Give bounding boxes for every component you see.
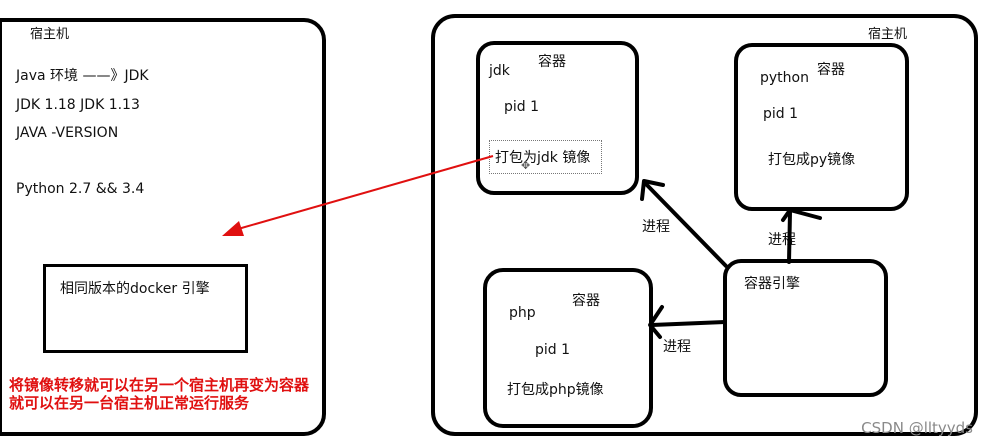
left-host-title: 宿主机 <box>30 27 70 42</box>
engine-to-python-arrowhead <box>781 208 822 222</box>
process-label-php: 进程 <box>663 339 691 355</box>
migration-arrow <box>237 155 494 230</box>
left-host-line-version: JAVA -VERSION <box>16 125 119 141</box>
php-container-action: 打包成php镜像 <box>507 382 604 398</box>
php-container-title: 容器 <box>572 293 600 309</box>
engine-to-php-arrowhead <box>648 305 664 339</box>
engine-to-python-line <box>787 210 792 264</box>
left-host-line-jdk: JDK 1.18 JDK 1.13 <box>16 97 140 113</box>
right-host-box <box>431 14 978 436</box>
jdk-container-action: 打包为jdk 镜像 <box>495 150 591 166</box>
right-host-title: 宿主机 <box>868 27 908 42</box>
container-engine-label: 容器引擎 <box>744 276 800 292</box>
docker-engine-label: 相同版本的docker 引擎 <box>60 281 210 297</box>
container-engine-box <box>723 259 888 397</box>
left-host-box <box>0 18 326 436</box>
watermark: CSDN @lltyyds <box>861 419 973 437</box>
php-container-box <box>483 268 653 428</box>
python-container-action: 打包成py镜像 <box>768 152 856 168</box>
php-container-name: php <box>509 305 536 321</box>
python-container-box <box>734 43 909 211</box>
python-container-name: python <box>760 70 809 86</box>
jdk-container-name: jdk <box>489 63 510 79</box>
php-container-pid: pid 1 <box>535 342 571 358</box>
process-label-jdk: 进程 <box>642 219 670 235</box>
jdk-container-box <box>476 41 639 195</box>
migration-arrowhead <box>222 221 244 236</box>
engine-to-jdk-line <box>643 181 728 268</box>
python-container-title: 容器 <box>817 62 845 78</box>
migration-note-line1: 将镜像转移就可以在另一个宿主机再变为容器 <box>9 376 310 394</box>
left-host-line-python: Python 2.7 && 3.4 <box>16 181 145 197</box>
left-host-line-java: Java 环境 ——》JDK <box>16 68 149 84</box>
jdk-container-pid: pid 1 <box>504 99 540 115</box>
move-cursor-icon: ✥ <box>521 159 531 172</box>
docker-engine-box <box>43 264 248 353</box>
migration-note-line2: 就可以在另一台宿主机正常运行服务 <box>9 394 250 412</box>
jdk-container-title: 容器 <box>538 54 566 70</box>
engine-to-php-line <box>650 320 727 327</box>
python-container-pid: pid 1 <box>763 106 799 122</box>
engine-to-jdk-arrowhead <box>640 179 665 201</box>
